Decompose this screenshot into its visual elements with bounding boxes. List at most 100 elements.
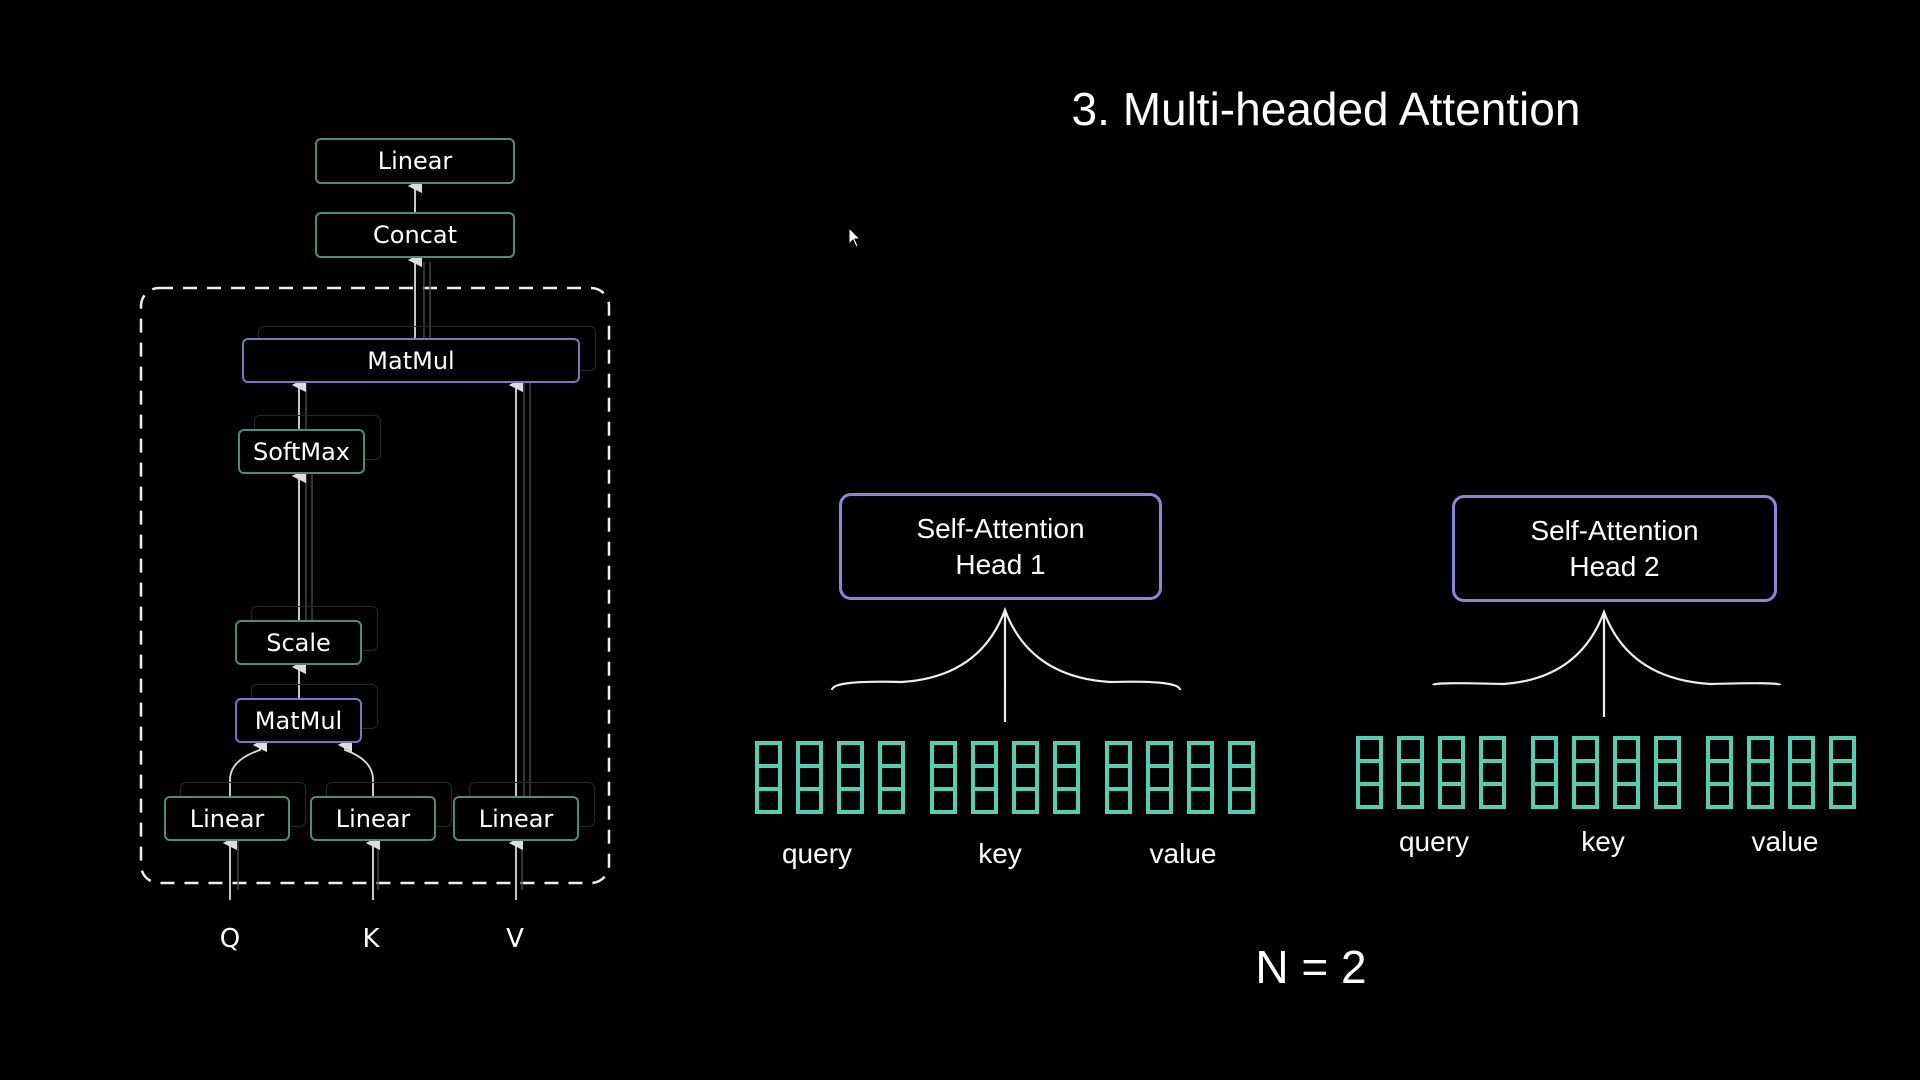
vector-cell: [1053, 764, 1080, 791]
input-v-label: V: [506, 924, 524, 954]
vector-cell: [1706, 782, 1733, 809]
vector-cell: [796, 741, 823, 768]
vector-cell: [1105, 764, 1132, 791]
vector-cell: [1747, 782, 1774, 809]
vector-cell: [1012, 764, 1039, 791]
vector-cell: [1397, 759, 1424, 786]
vector-cell: [1654, 736, 1681, 763]
vector-cell: [1747, 736, 1774, 763]
vector-cell: [1654, 759, 1681, 786]
vector-cell: [1706, 759, 1733, 786]
vector-cell: [1146, 764, 1173, 791]
input-k-label: K: [362, 924, 380, 954]
vector-cell: [930, 741, 957, 768]
vector-cell: [1654, 782, 1681, 809]
slide-title: 3. Multi-headed Attention: [1071, 83, 1581, 135]
vector-cell: [1479, 782, 1506, 809]
vector-cell: [1479, 736, 1506, 763]
input-q-label: Q: [219, 924, 241, 954]
vector-cell: [1531, 736, 1558, 763]
vector-cell: [1053, 787, 1080, 814]
vector-cell: [1613, 736, 1640, 763]
head-number: Head 1: [955, 548, 1046, 580]
vector-cell: [1146, 787, 1173, 814]
vector-cell: [971, 764, 998, 791]
vector-cell: [1105, 787, 1132, 814]
vector-cell: [930, 764, 957, 791]
vector-cell: [1613, 782, 1640, 809]
head2-query-label: query: [1398, 826, 1470, 857]
vector-cell: [1187, 787, 1214, 814]
vector-cell: [1788, 782, 1815, 809]
vector-cell: [971, 741, 998, 768]
vector-cell: [755, 741, 782, 768]
vector-cell: [1356, 782, 1383, 809]
vector-cell: [796, 787, 823, 814]
vector-cell: [1531, 782, 1558, 809]
vector-cell: [1829, 782, 1856, 809]
vector-cell: [1572, 782, 1599, 809]
head1-query-label: query: [781, 838, 853, 869]
head2-key-label: key: [1581, 826, 1625, 857]
head2-value-label: value: [1751, 826, 1819, 857]
self-attention-head-1: Self-Attention Head 1: [839, 493, 1162, 600]
vector-cell: [878, 764, 905, 791]
vector-cell: [1356, 736, 1383, 763]
head-number: Head 2: [1569, 550, 1660, 582]
vector-cell: [796, 764, 823, 791]
brace-connector: [830, 606, 1182, 722]
vector-cell: [878, 787, 905, 814]
vector-cell: [1146, 741, 1173, 768]
self-attention-head-2: Self-Attention Head 2: [1452, 495, 1777, 602]
vector-cell: [878, 741, 905, 768]
concat-block: Concat: [315, 212, 515, 258]
vector-cell: [971, 787, 998, 814]
vector-cell: [1706, 736, 1733, 763]
vector-cell: [1012, 787, 1039, 814]
vector-cell: [1747, 759, 1774, 786]
softmax-block: SoftMax: [238, 429, 365, 474]
vector-cell: [1187, 741, 1214, 768]
vector-cell: [1356, 759, 1383, 786]
head1-value-label: value: [1149, 838, 1217, 869]
linear-q-block: Linear: [164, 796, 290, 841]
vector-cell: [1788, 759, 1815, 786]
vector-cell: [1012, 741, 1039, 768]
vector-cell: [1053, 741, 1080, 768]
num-heads-label: N = 2: [1255, 941, 1367, 993]
vector-cell: [1572, 736, 1599, 763]
scale-block: Scale: [235, 620, 362, 665]
head1-key-label: key: [978, 838, 1022, 869]
vector-cell: [1479, 759, 1506, 786]
vector-cell: [1228, 741, 1255, 768]
vector-cell: [1572, 759, 1599, 786]
vector-cell: [837, 764, 864, 791]
vector-cell: [1613, 759, 1640, 786]
vector-cell: [930, 787, 957, 814]
vector-cell: [1438, 782, 1465, 809]
vector-cell: [1397, 782, 1424, 809]
head-title: Self-Attention: [916, 512, 1085, 544]
vector-cell: [755, 787, 782, 814]
vector-cell: [837, 787, 864, 814]
vector-cell: [1829, 736, 1856, 763]
vector-cell: [1187, 764, 1214, 791]
linear-v-block: Linear: [453, 796, 579, 841]
mouse-cursor-icon: [848, 226, 862, 248]
vector-cell: [1829, 759, 1856, 786]
vector-cell: [1788, 736, 1815, 763]
brace-connector: [1431, 608, 1782, 717]
matmul-bottom-block: MatMul: [235, 698, 362, 743]
vector-cell: [1438, 759, 1465, 786]
vector-cell: [837, 741, 864, 768]
vector-cell: [1228, 787, 1255, 814]
vector-cell: [1228, 764, 1255, 791]
vector-cell: [1531, 759, 1558, 786]
vector-cell: [1397, 736, 1424, 763]
linear-output-block: Linear: [315, 138, 515, 184]
vector-cell: [755, 764, 782, 791]
vector-cell: [1438, 736, 1465, 763]
head-repeat-dashed-frame: [139, 286, 611, 885]
linear-k-block: Linear: [310, 796, 436, 841]
